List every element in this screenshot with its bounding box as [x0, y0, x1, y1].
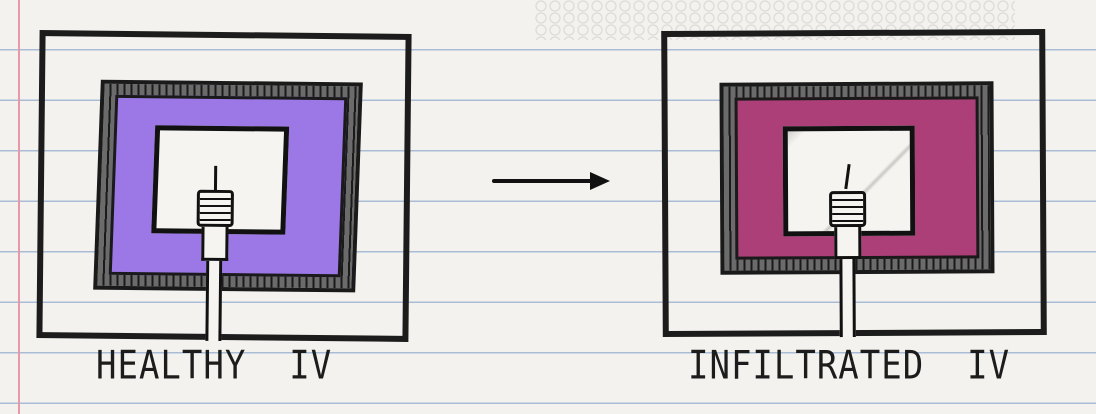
- healthy-iv-catheter-icon: [46, 36, 406, 40]
- healthy-iv-panel: [36, 30, 411, 342]
- infiltrated-iv-catheter-icon: [667, 35, 1039, 37]
- infiltrated-iv-label: INFILTRATED IV: [688, 343, 1010, 389]
- infiltrated-iv-panel: [661, 29, 1047, 337]
- healthy-iv-label: HEALTHY IV: [96, 343, 332, 389]
